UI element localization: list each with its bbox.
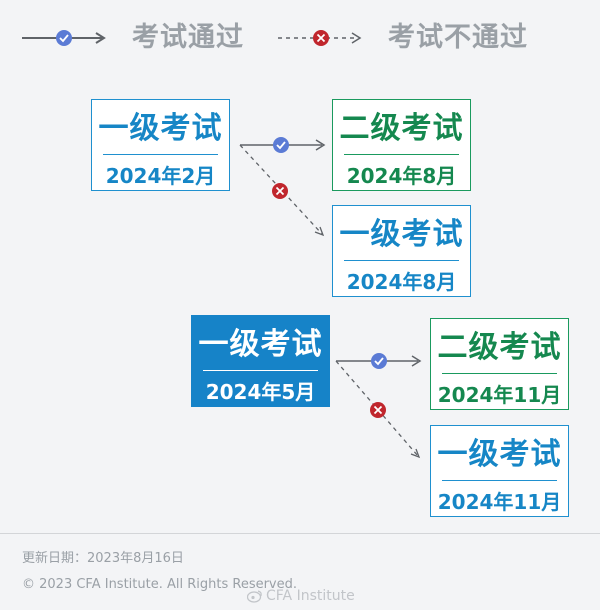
exam-title: 二级考试 [339,111,464,146]
exam-title: 一级考试 [198,327,323,362]
cross-icon [272,183,288,199]
exam-date: 2024年11月 [437,383,562,407]
fail-arrow-l1-may-to-l1-nov [335,360,421,459]
exam-date: 2024年11月 [437,490,562,514]
exam-box-level2-nov: 二级考试 2024年11月 [430,318,569,410]
legend-fail-label: 考试不通过 [388,22,528,53]
divider [102,154,219,155]
check-icon [371,353,387,369]
exam-box-level1-nov: 一级考试 2024年11月 [430,425,569,517]
exam-date: 2024年8月 [346,270,457,294]
fail-arrow-l1-feb-to-l1-aug [239,144,325,237]
legend-graphics [22,30,362,46]
watermark-text: CFA Institute [266,588,355,604]
exam-box-level2-aug: 二级考试 2024年8月 [332,99,471,191]
exam-box-level1-aug: 一级考试 2024年8月 [332,205,471,297]
exam-title: 一级考试 [339,217,464,252]
divider [202,370,319,371]
divider [441,373,558,374]
weibo-icon [247,590,262,603]
flow-connectors [239,137,422,459]
legend-pass-label: 考试通过 [132,22,244,53]
divider [343,260,460,261]
exam-title: 一级考试 [98,111,223,146]
check-icon [56,30,72,46]
weibo-watermark: CFA Institute [247,589,355,603]
exam-box-level1-may: 一级考试 2024年5月 [191,315,330,407]
exam-date: 2024年8月 [346,164,457,188]
divider [441,480,558,481]
cross-icon [370,402,386,418]
cross-icon [313,30,329,46]
exam-box-level1-feb: 一级考试 2024年2月 [91,99,230,191]
update-date: 更新日期：2023年8月16日 [22,551,184,566]
exam-title: 一级考试 [437,437,562,472]
copyright: © 2023 CFA Institute. All Rights Reserve… [22,577,298,592]
divider [343,154,460,155]
exam-date: 2024年2月 [105,164,216,188]
footer-divider [0,533,600,534]
exam-date: 2024年5月 [205,380,316,404]
check-icon [273,137,289,153]
exam-title: 二级考试 [437,330,562,365]
